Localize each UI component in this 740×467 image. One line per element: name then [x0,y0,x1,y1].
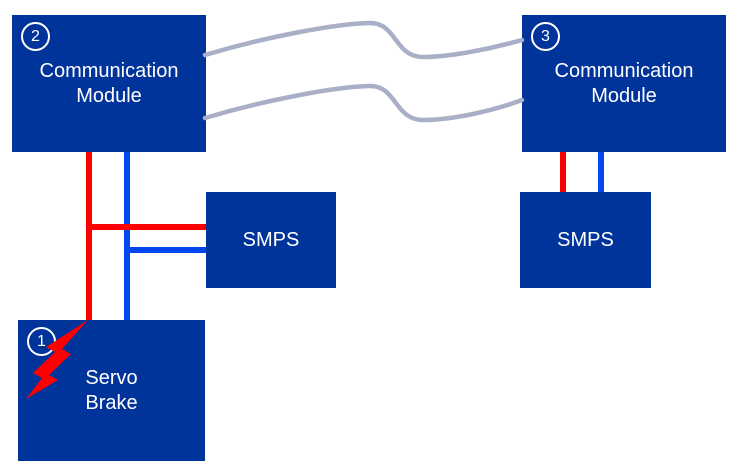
red-wire-branch-to-smps-left [86,224,206,230]
wireless-link-bottom-line [202,83,525,123]
node-label-line2: Module [591,84,657,107]
badge-number-1: 1 [27,327,56,356]
node-label-line1: Communication [39,59,179,82]
node-communication-module-right: 3 Communication Module [522,15,726,152]
node-label: SMPS [557,228,614,251]
wireless-link-top-line [202,20,525,60]
badge-number-2: 2 [21,22,50,51]
node-label-line2: Module [76,84,142,107]
node-servo-brake: 1 Servo Brake [18,320,205,461]
node-label-line1: Communication [554,59,694,82]
blue-wire-branch-to-smps-left [124,247,206,253]
node-label-line1: Servo [85,366,138,389]
node-label-line2: Brake [85,391,138,414]
blue-wire-comm3-to-smps-right [598,152,604,193]
node-smps-left: SMPS [206,192,336,288]
badge-number-3: 3 [531,22,560,51]
node-communication-module-left: 2 Communication Module [12,15,206,152]
blue-wire-comm2-to-servo [124,152,130,320]
red-wire-comm3-to-smps-right [560,152,566,193]
node-label: SMPS [242,228,300,251]
node-smps-right: SMPS [520,192,651,288]
red-wire-comm2-to-servo [86,152,92,320]
